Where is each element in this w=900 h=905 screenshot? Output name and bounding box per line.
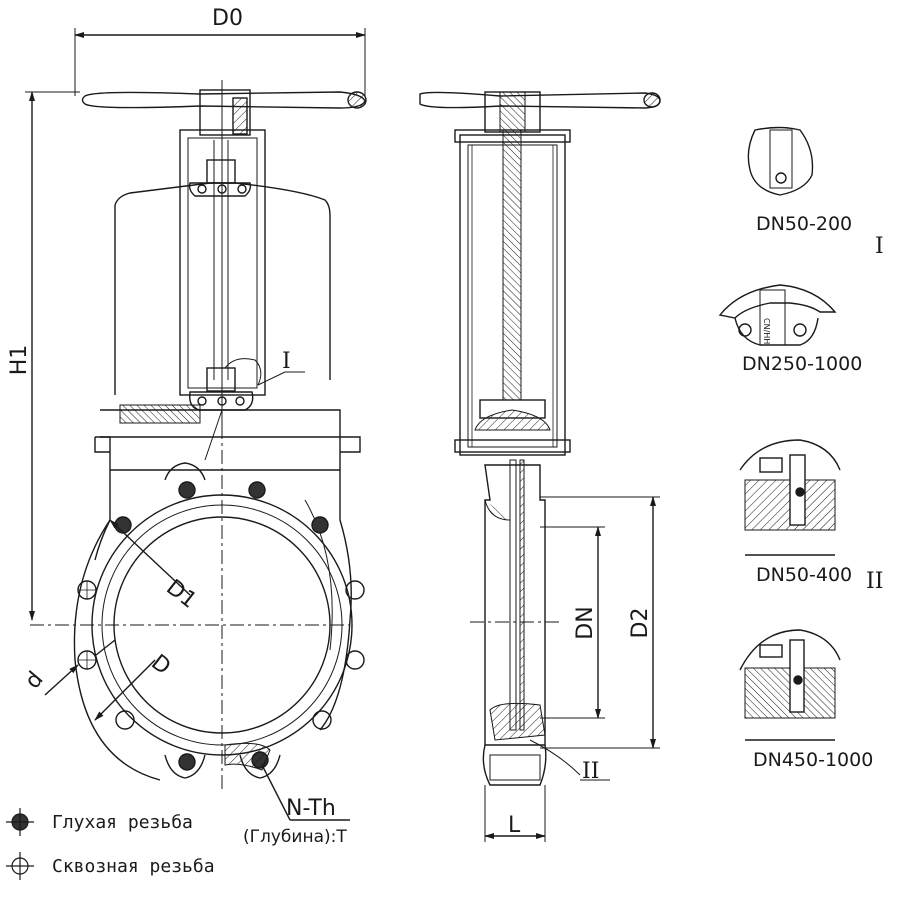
caption-dn250-1000: DN250-1000 <box>742 353 862 375</box>
label-d-hole: d <box>20 667 48 694</box>
side-view <box>419 91 661 842</box>
caption-dn50-200: DN50-200 <box>756 213 852 235</box>
detail-dn50-200 <box>747 126 814 196</box>
label-depth: (Глубина):T <box>243 827 347 847</box>
legend-blind-label: Глухая резьба <box>52 812 193 833</box>
plate-text: CN/HH <box>762 318 771 344</box>
detail-dn450-1000 <box>739 629 841 741</box>
front-view <box>25 28 367 821</box>
label-mark-1: I <box>282 349 291 374</box>
detail-views <box>718 126 841 741</box>
detail-dn250-1000 <box>718 284 837 346</box>
label-d2: D2 <box>628 608 653 639</box>
legend-symbols <box>6 808 34 880</box>
caption-dn450-1000: DN450-1000 <box>753 749 873 771</box>
handwheel <box>81 91 366 109</box>
label-l: L <box>508 813 521 838</box>
detail-dn50-400 <box>739 439 841 556</box>
label-d-bore: D <box>146 650 175 680</box>
label-nth: N-Th <box>286 796 336 821</box>
legend-through-label: Сквозная резьба <box>52 856 215 877</box>
label-mark-2: II <box>582 759 599 784</box>
label-d0: D0 <box>212 6 243 31</box>
label-dn: DN <box>573 606 598 639</box>
label-d1: D1 <box>161 575 201 614</box>
caption-dn50-400: DN50-400 <box>756 564 852 586</box>
detail-roman-2: II <box>866 569 883 594</box>
detail-roman-1: I <box>875 234 884 259</box>
label-h1: H1 <box>7 345 32 376</box>
